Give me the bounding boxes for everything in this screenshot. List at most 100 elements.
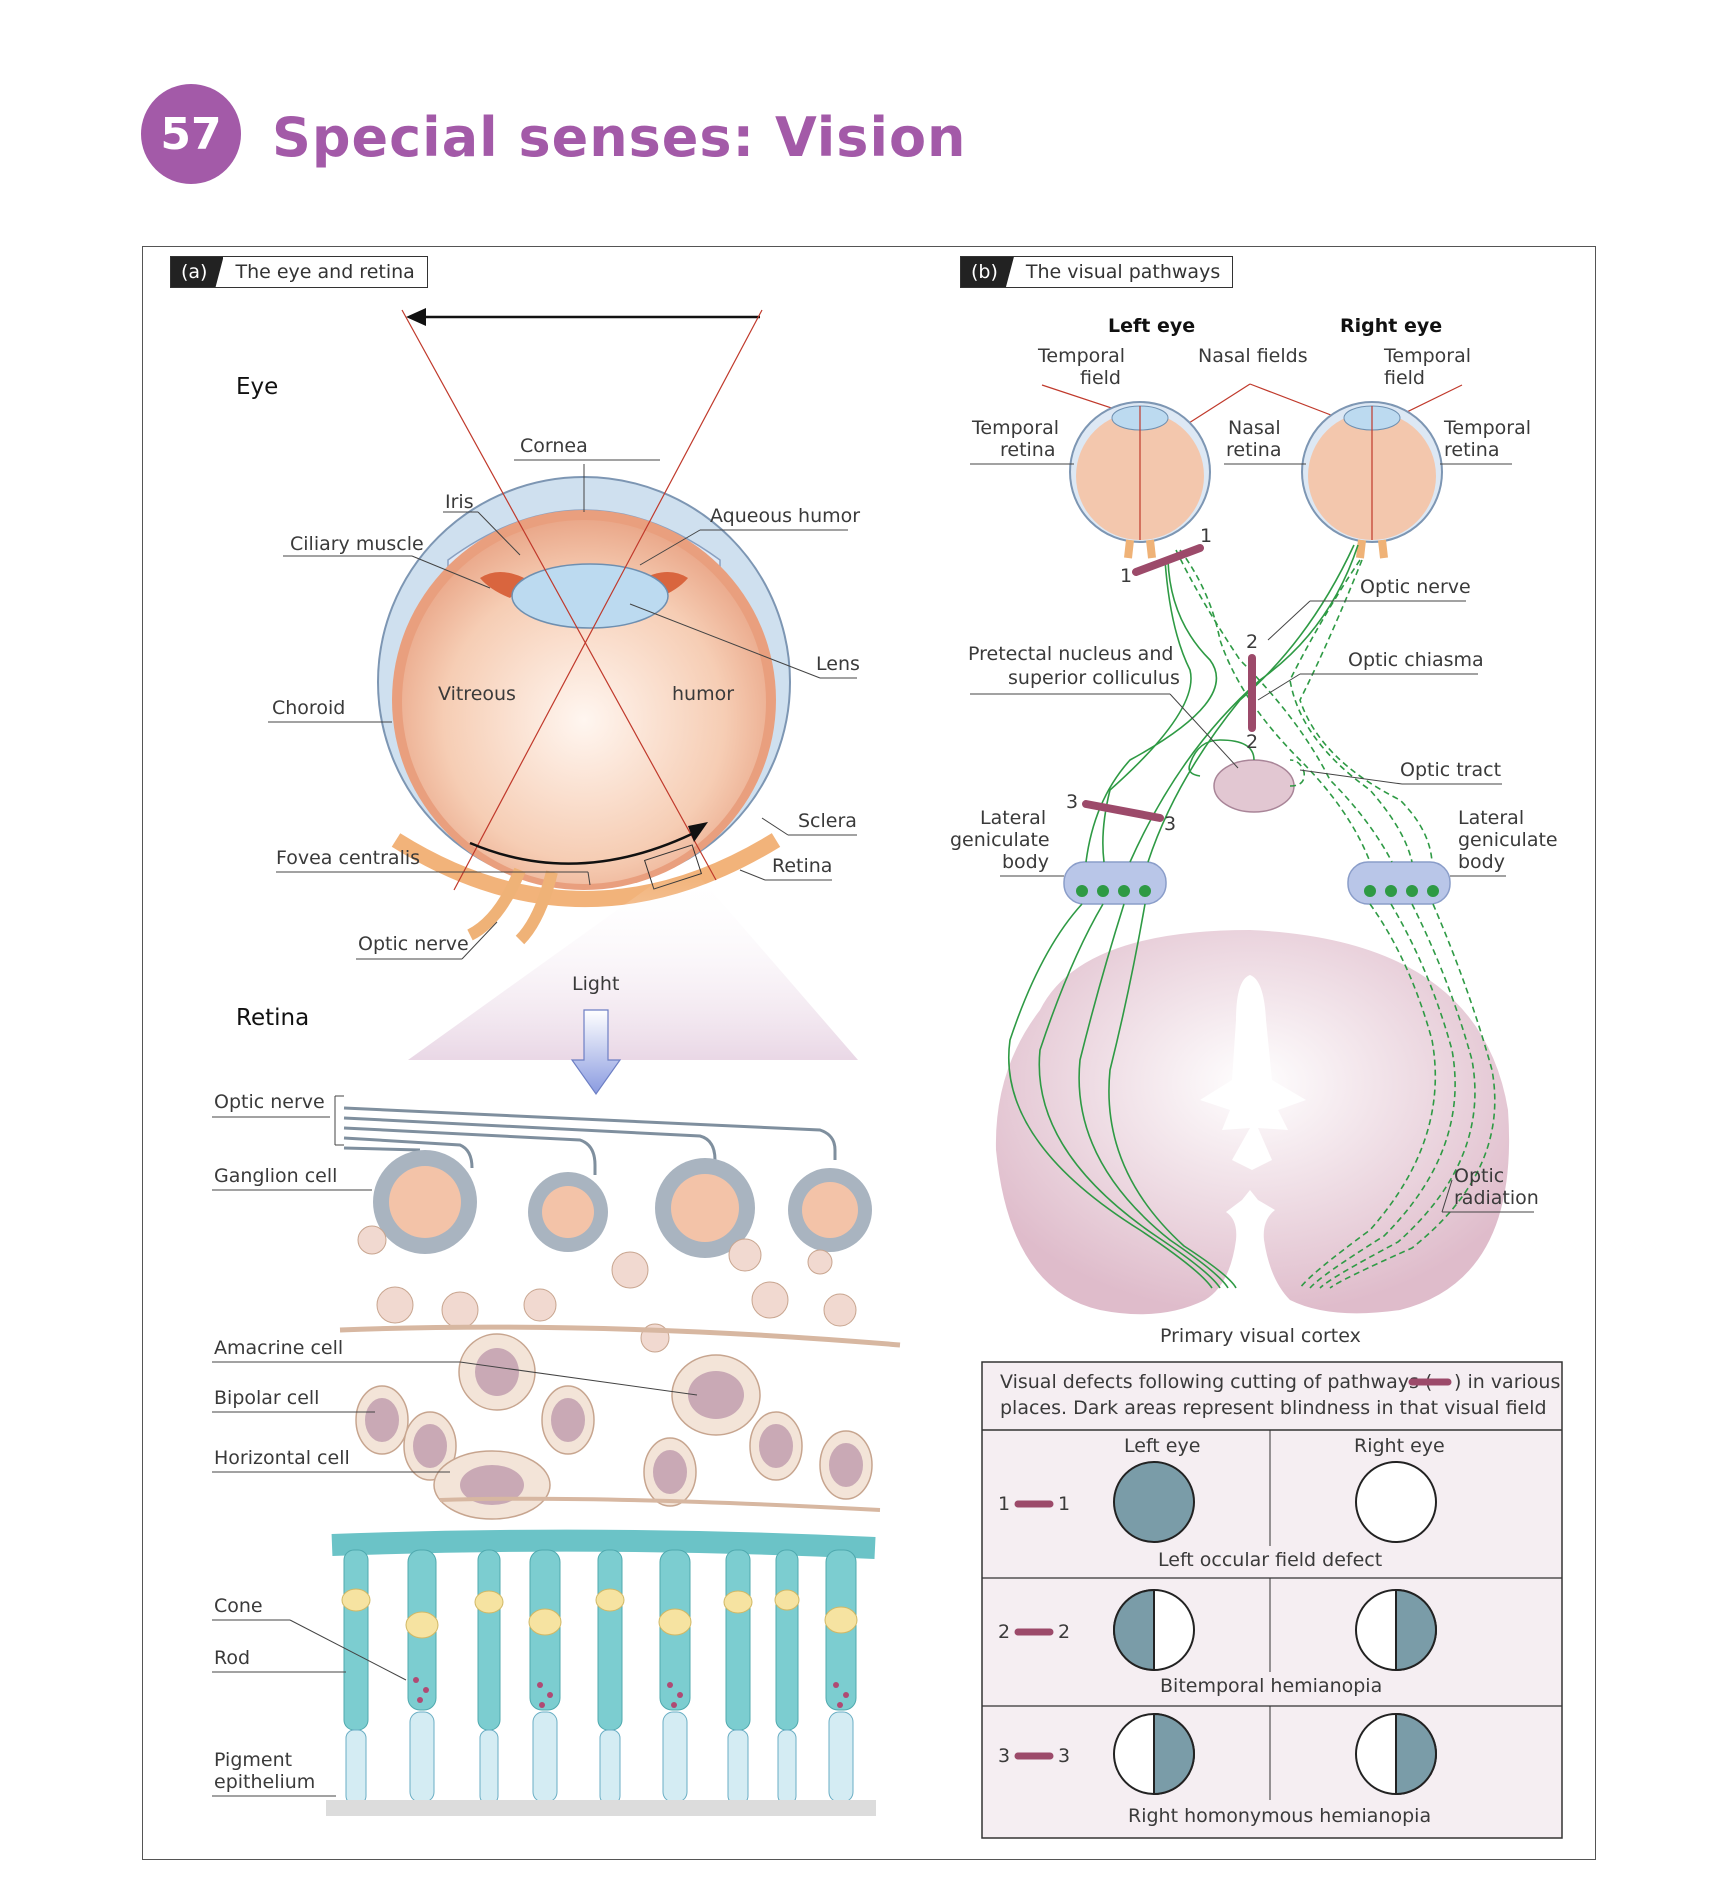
label-pigment: Pigment [214, 1749, 292, 1771]
label-amacrine-cell: Amacrine cell [214, 1337, 343, 1359]
label-optic-chiasma: Optic chiasma [1348, 649, 1484, 671]
plexiform-band [339, 1324, 901, 1348]
label-pretectal-2: superior colliculus [1008, 667, 1180, 689]
panel-b-title: The visual pathways [1025, 261, 1221, 283]
label-temporal-field-left-2: field [1080, 367, 1121, 389]
row2-left-blind [1113, 1588, 1155, 1672]
row1-left-field [1113, 1461, 1195, 1543]
label-aqueous-humor: Aqueous humor [710, 505, 860, 527]
retina-heading: Retina [236, 1005, 309, 1031]
cut-label-1b: 1 [1120, 565, 1132, 587]
light-ray-2 [453, 309, 763, 891]
pathways-dashed [1175, 549, 1496, 1289]
row2-defect-name: Bitemporal hemianopia [1160, 1675, 1382, 1697]
row3-cut-left: 3 [998, 1745, 1010, 1767]
cut-bars [1082, 544, 1256, 822]
pretectal-nucleus [1213, 759, 1295, 813]
light-arrow [570, 1009, 622, 1096]
defects-intro-3: places. Dark areas represent blindness i… [1000, 1397, 1547, 1419]
light-ray-1 [401, 309, 717, 881]
label-lgb-right-1: Lateral [1458, 807, 1524, 829]
vitreous-body [402, 520, 766, 884]
label-rod: Rod [214, 1647, 250, 1669]
label-primary-visual-cortex: Primary visual cortex [1160, 1325, 1361, 1347]
label-temporal-field-right-1: Temporal [1383, 345, 1471, 367]
label-right-eye: Right eye [1340, 315, 1442, 337]
chapter-badge: 57 [141, 84, 241, 184]
label-temporal-field-right-2: field [1384, 367, 1425, 389]
eye-heading: Eye [236, 374, 278, 400]
lgb-neurons [1076, 885, 1439, 897]
label-humor: humor [672, 683, 734, 705]
label-nasal-retina-1: Nasal [1228, 417, 1281, 439]
defects-table [981, 1361, 1563, 1839]
label-temporal-retina-left-2: retina [1000, 439, 1056, 461]
label-optic-tract: Optic tract [1400, 759, 1501, 781]
photoreceptors [341, 1549, 858, 1805]
label-bipolar-cell: Bipolar cell [214, 1387, 319, 1409]
midline-fissure [1200, 975, 1306, 1170]
label-cone: Cone [214, 1595, 263, 1617]
label-temporal-field-left-1: Temporal [1037, 345, 1125, 367]
cut-label-3b: 3 [1164, 813, 1176, 835]
page-title: Special senses: Vision [272, 106, 967, 169]
label-vitreous: Vitreous [438, 683, 516, 705]
label-lgb-left-1: Lateral [980, 807, 1046, 829]
panel-a-tag: (a) The eye and retina [170, 256, 428, 288]
label-fovea-centralis: Fovea centralis [276, 847, 420, 869]
defects-row-2: 2 2 Bitemporal hemianopia [998, 1588, 1437, 1697]
right-eye [1301, 401, 1443, 559]
defects-col-left: Left eye [1124, 1435, 1200, 1457]
defects-intro-1: Visual defects following cutting of path… [1000, 1371, 1432, 1393]
label-ganglion-cell: Ganglion cell [214, 1165, 337, 1187]
cut-label-2b: 2 [1246, 731, 1258, 753]
label-sclera: Sclera [798, 810, 857, 832]
figure-frame [142, 246, 1596, 1860]
label-epithelium: epithelium [214, 1771, 315, 1793]
cut-label-3a: 3 [1066, 791, 1078, 813]
row3-cut-right: 3 [1058, 1745, 1070, 1767]
label-optic-nerve-pathway: Optic nerve [1360, 576, 1471, 598]
panel-b-letter: (b) [961, 257, 1014, 287]
pigment-epithelium [326, 1800, 876, 1816]
label-pretectal-1: Pretectal nucleus and [968, 643, 1173, 665]
label-lgb-right-2: geniculate [1458, 829, 1558, 851]
panel-b-tag: (b) The visual pathways [960, 256, 1234, 288]
label-horizontal-cell: Horizontal cell [214, 1447, 350, 1469]
row2-right-blind [1395, 1588, 1437, 1672]
label-lens: Lens [816, 653, 860, 675]
image-arrow [469, 828, 701, 865]
label-temporal-retina-right-1: Temporal [1443, 417, 1531, 439]
label-optic-radiation-1: Optic [1454, 1165, 1504, 1187]
label-optic-nerve-eye: Optic nerve [358, 933, 469, 955]
row1-right-field [1355, 1461, 1437, 1543]
label-lgb-right-3: body [1458, 851, 1505, 873]
row1-defect-name: Left occular field defect [1158, 1549, 1382, 1571]
chapter-number: 57 [160, 108, 222, 160]
label-optic-nerve-retina: Optic nerve [214, 1091, 325, 1113]
defects-row-1: 1 1 Left occular field defect [998, 1461, 1437, 1571]
magnification-cone [408, 873, 858, 1060]
label-lgb-left-3: body [1002, 851, 1049, 873]
defects-intro-2: ) in various [1454, 1371, 1560, 1393]
label-lgb-left-2: geniculate [950, 829, 1050, 851]
label-nasal-retina-2: retina [1226, 439, 1282, 461]
object-arrowhead [406, 308, 426, 326]
panel-a-title: The eye and retina [235, 261, 415, 283]
label-left-eye: Left eye [1108, 315, 1195, 337]
label-cornea: Cornea [520, 435, 588, 457]
defects-col-right: Right eye [1354, 1435, 1445, 1457]
label-light: Light [572, 973, 619, 995]
eye-leaders [268, 459, 857, 960]
defects-row-3: 3 3 Right homonymous hemianopia [998, 1712, 1437, 1827]
label-optic-radiation-2: radiation [1454, 1187, 1539, 1209]
horizontal-cell [433, 1450, 881, 1520]
retina-leaders [212, 1095, 698, 1797]
amacrine-cells [458, 1333, 761, 1436]
image-arrowhead [688, 822, 708, 842]
cut-label-1a: 1 [1200, 525, 1212, 547]
pathways-solid [1008, 544, 1359, 1289]
row2-cut-right: 2 [1058, 1621, 1070, 1643]
